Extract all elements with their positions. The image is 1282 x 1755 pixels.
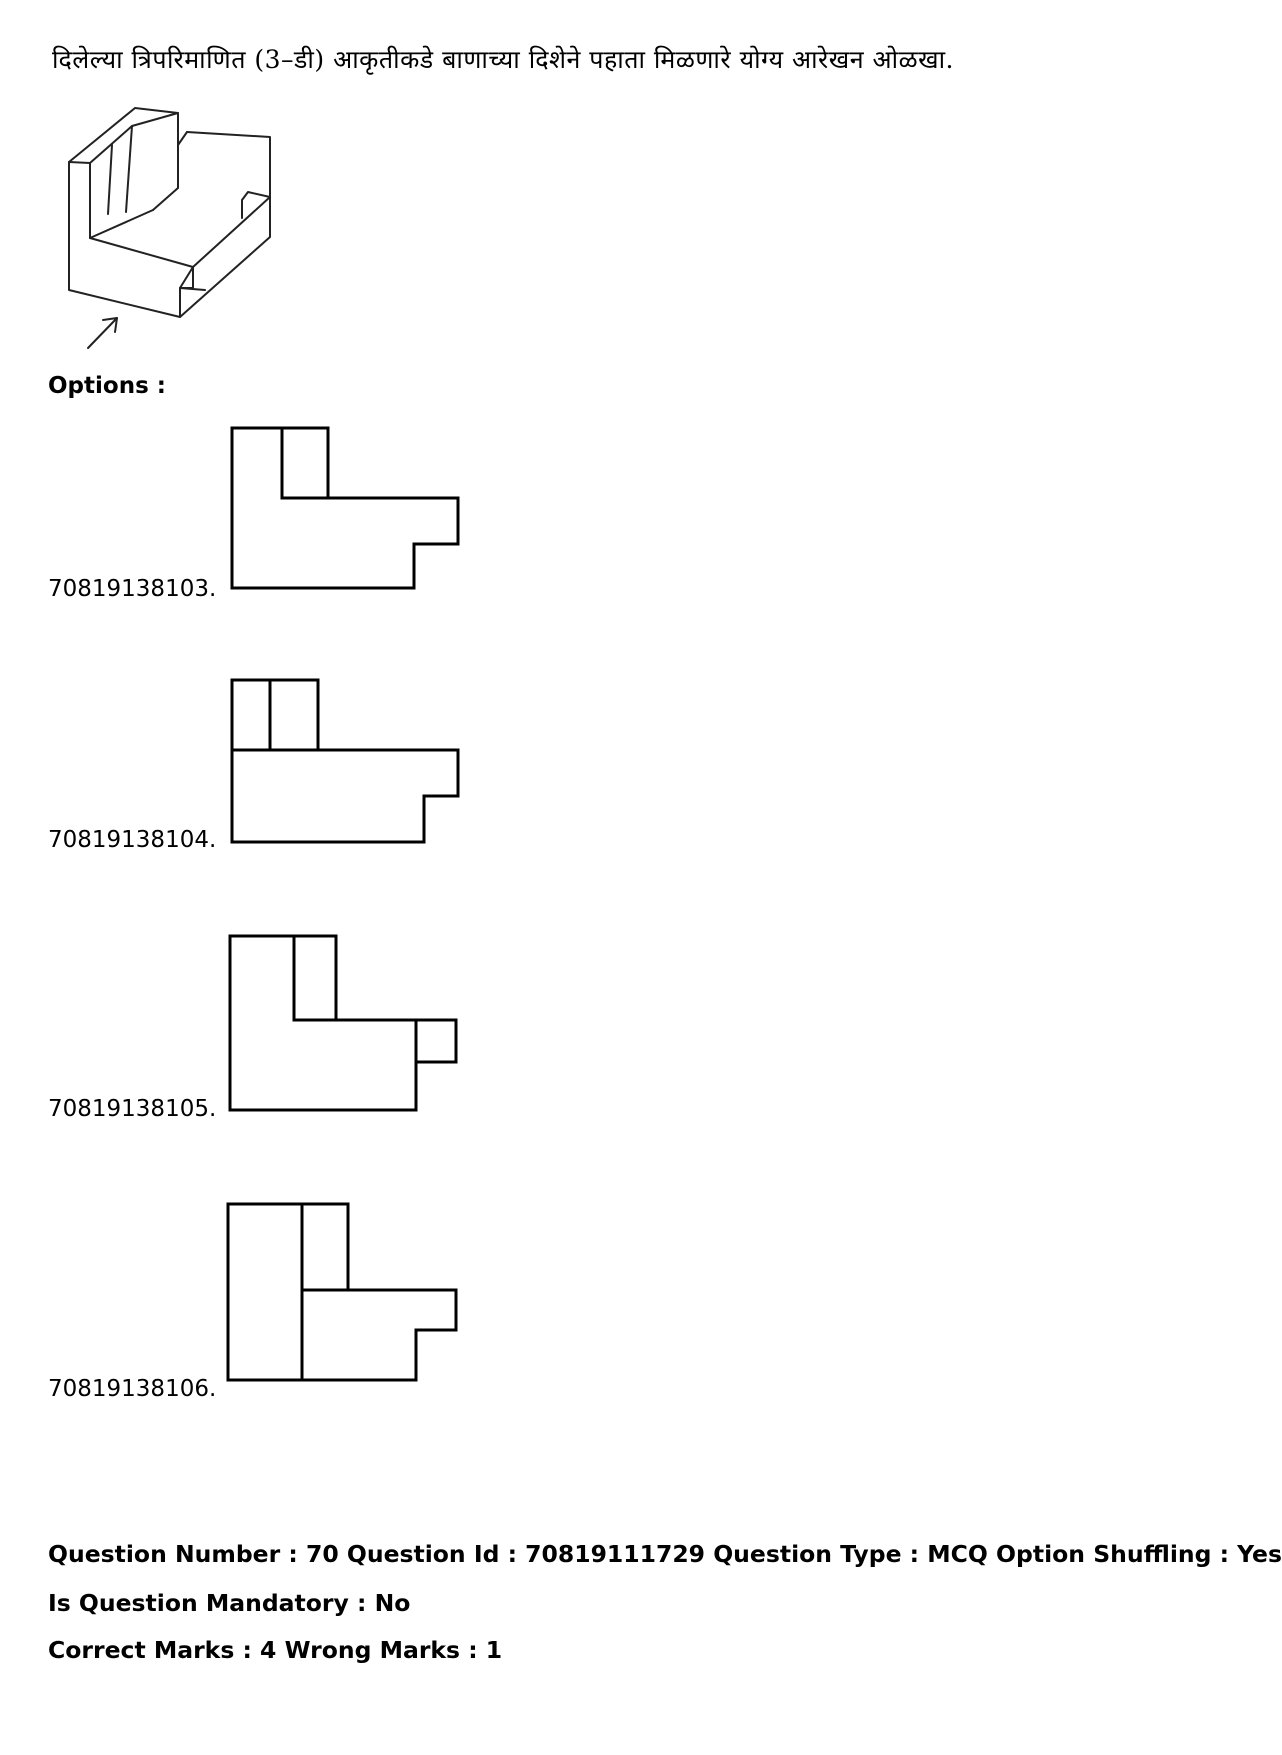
- question-meta-line-1: Question Number : 70 Question Id : 70819…: [48, 1540, 1282, 1568]
- option-4-figure: [226, 1200, 460, 1386]
- option-3-id: 70819138105.: [48, 1096, 217, 1122]
- option-1-id: 70819138103.: [48, 576, 217, 602]
- option-2-id: 70819138104.: [48, 827, 217, 853]
- question-meta-line-2: Is Question Mandatory : No: [48, 1589, 411, 1617]
- options-heading: Options :: [48, 373, 166, 399]
- option-3-figure: [228, 930, 460, 1114]
- isometric-figure: [60, 100, 320, 360]
- option-2-figure: [230, 672, 462, 844]
- option-4-id: 70819138106.: [48, 1376, 217, 1402]
- question-meta-line-3: Correct Marks : 4 Wrong Marks : 1: [48, 1636, 503, 1664]
- option-1-figure: [230, 420, 462, 592]
- question-text: दिलेल्या त्रिपरिमाणित (3–डी) आकृतीकडे बा…: [52, 45, 955, 74]
